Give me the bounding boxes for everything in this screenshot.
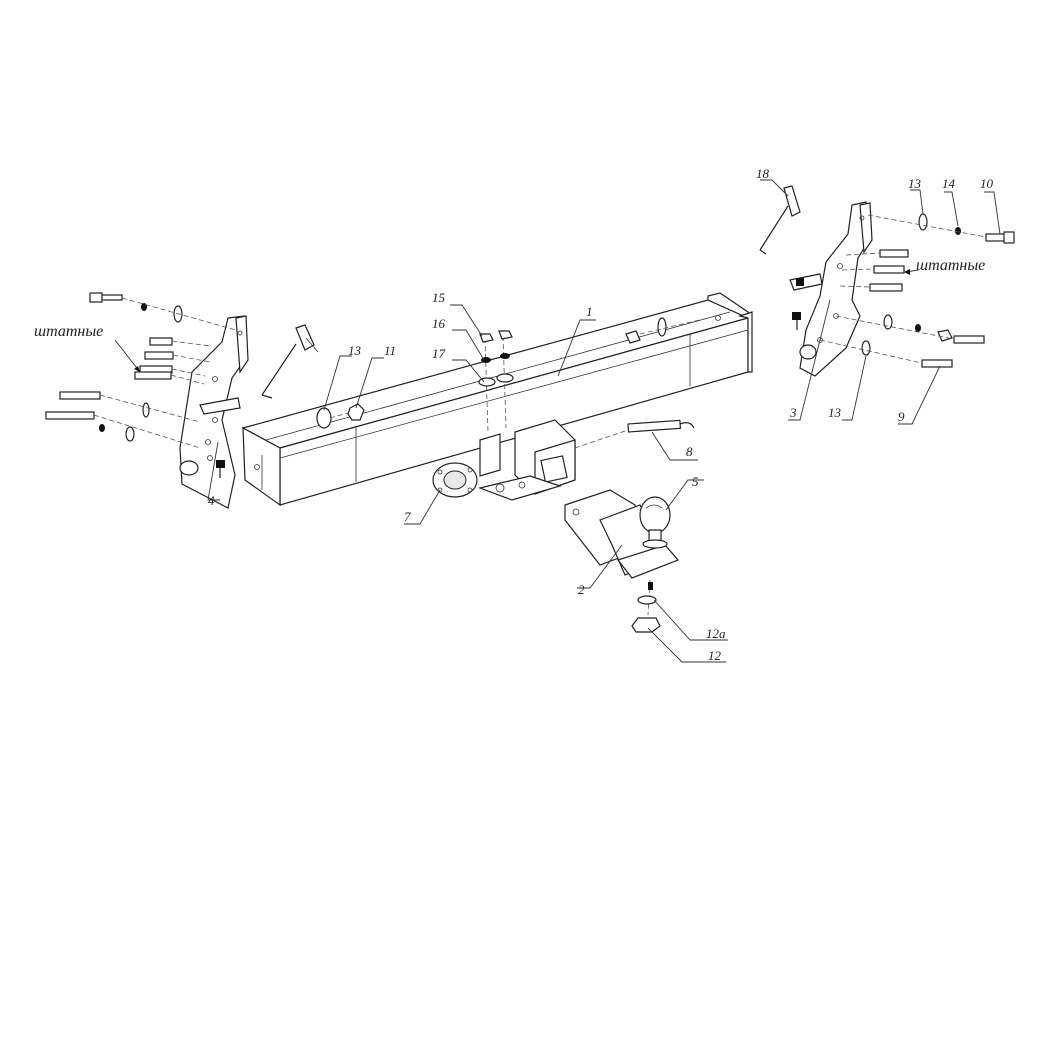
- label-part-5: 5: [692, 474, 699, 489]
- label-part-9: 9: [898, 409, 905, 424]
- left-bracket: [179, 315, 249, 509]
- label-part-1: 1: [586, 304, 593, 319]
- left-bracket-bolts: [45, 292, 237, 449]
- label-part-3: 3: [789, 405, 797, 420]
- crossbeam: [241, 292, 753, 507]
- label-part-11: 11: [384, 343, 396, 358]
- label-part-13-left: 13: [348, 343, 362, 358]
- center-bolts: [478, 330, 514, 433]
- leader-lines: [114, 179, 1001, 663]
- label-part-12: 12: [708, 648, 722, 663]
- right-bracket-bolts: [819, 213, 1015, 368]
- label-part-17: 17: [432, 346, 446, 361]
- part-labels: 1 2 3 4 5 7 8 9 10 11 12 12a 13 13 13 14…: [34, 166, 994, 663]
- label-part-13-right-top: 13: [908, 176, 922, 191]
- left-pin: [261, 324, 319, 399]
- label-part-8: 8: [686, 444, 693, 459]
- tow-ball: [639, 496, 671, 549]
- receiver-pin-8: [574, 419, 695, 449]
- label-part-15: 15: [432, 290, 446, 305]
- right-beam-bolt: [625, 317, 709, 344]
- label-part-10: 10: [980, 176, 994, 191]
- label-part-16: 16: [432, 316, 446, 331]
- label-part-4: 4: [208, 493, 215, 508]
- receiver-tube: [432, 419, 576, 501]
- label-stock-right: штатные: [916, 257, 985, 274]
- label-part-13-right-bottom: 13: [828, 405, 842, 420]
- label-stock-left: штатные: [34, 323, 103, 340]
- label-part-14: 14: [942, 176, 956, 191]
- ball-fasteners: [631, 579, 661, 633]
- right-bracket: [789, 201, 873, 377]
- right-pin-18: [759, 185, 801, 255]
- label-part-12a: 12a: [706, 626, 726, 641]
- label-part-7: 7: [404, 509, 411, 524]
- label-part-18: 18: [756, 166, 770, 181]
- label-part-2: 2: [578, 582, 585, 597]
- left-fastener-11-13: [316, 403, 365, 429]
